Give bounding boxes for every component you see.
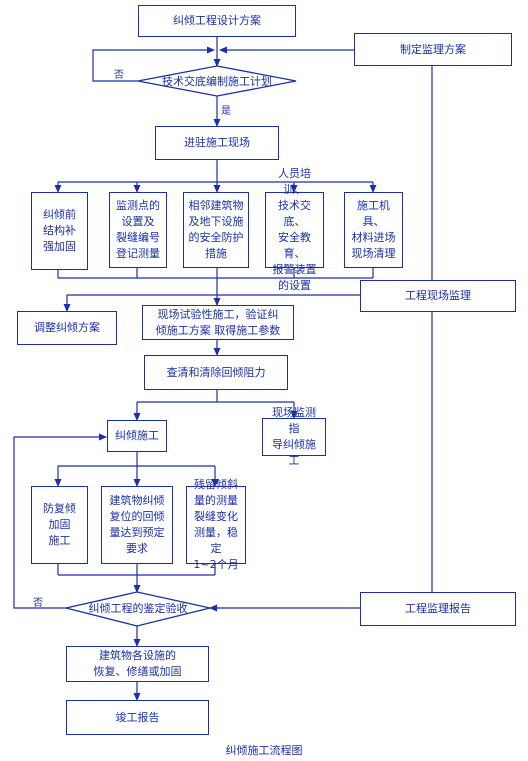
node-structure-reinforce: 纠倾前 结构补 强加固 [31, 192, 88, 270]
decision-acceptance [65, 591, 211, 627]
decision-tech-briefing-label: 技术交底编制施工计划 [162, 75, 272, 88]
node-staff-training: 人员培训、 技术交底、 安全教育、 报警装置 的设置 [265, 167, 324, 292]
node-residual-measure: 残留倾斜 量的测量 裂缝变化 测量，稳定 1~2个月 [186, 478, 246, 571]
decision-tech-briefing [137, 65, 297, 97]
edge-briefing-no-loop [92, 46, 215, 82]
node-adjust-plan: 调整纠倾方案 [17, 311, 117, 345]
node-completion-report: 竣工报告 [66, 700, 209, 735]
edge-site-supervision-to-adjust [63, 294, 360, 312]
edge-label-no-top: 否 [114, 70, 124, 81]
node-adjacent-protect: 相邻建筑物 及地下设施 的安全防护 措施 [183, 192, 249, 268]
node-design: 纠倾工程设计方案 [138, 5, 296, 37]
node-rebound-reach: 建筑物纠倾 复位的回倾 量达到预定 要求 [101, 486, 173, 564]
node-supervision-plan: 制定监理方案 [354, 33, 512, 66]
node-machinery: 施工机具、 材料进场 现场清理 [344, 192, 403, 268]
node-investigate-remove: 查清和清除回倾阻力 [144, 355, 288, 390]
node-monitor-points: 监测点的 设置及 裂缝编号 登记测量 [109, 192, 167, 268]
node-trial-construction: 现场试验性施工，验证纠 倾施工方案 取得施工参数 [142, 305, 294, 340]
edge-label-no-bottom: 否 [33, 598, 43, 609]
node-enter-site: 进驻施工现场 [155, 126, 279, 160]
node-tilt-construction: 纠倾施工 [107, 420, 167, 452]
node-supervision-report: 工程监理报告 [360, 592, 516, 626]
node-restore-facilities: 建筑物各设施的 恢复、修缮或加固 [66, 646, 209, 682]
node-site-supervision: 工程现场监理 [360, 280, 516, 312]
edge-acceptance-no-loop [13, 433, 107, 609]
node-anti-rebound: 防复倾 加固 施工 [31, 486, 88, 564]
edge-label-yes: 是 [221, 106, 231, 117]
node-monitor-guide: 现场监测指 导纠倾施工 [262, 406, 326, 467]
diagram-caption: 纠倾施工流程图 [225, 744, 303, 757]
decision-acceptance-label: 纠倾工程的鉴定验收 [88, 602, 188, 615]
